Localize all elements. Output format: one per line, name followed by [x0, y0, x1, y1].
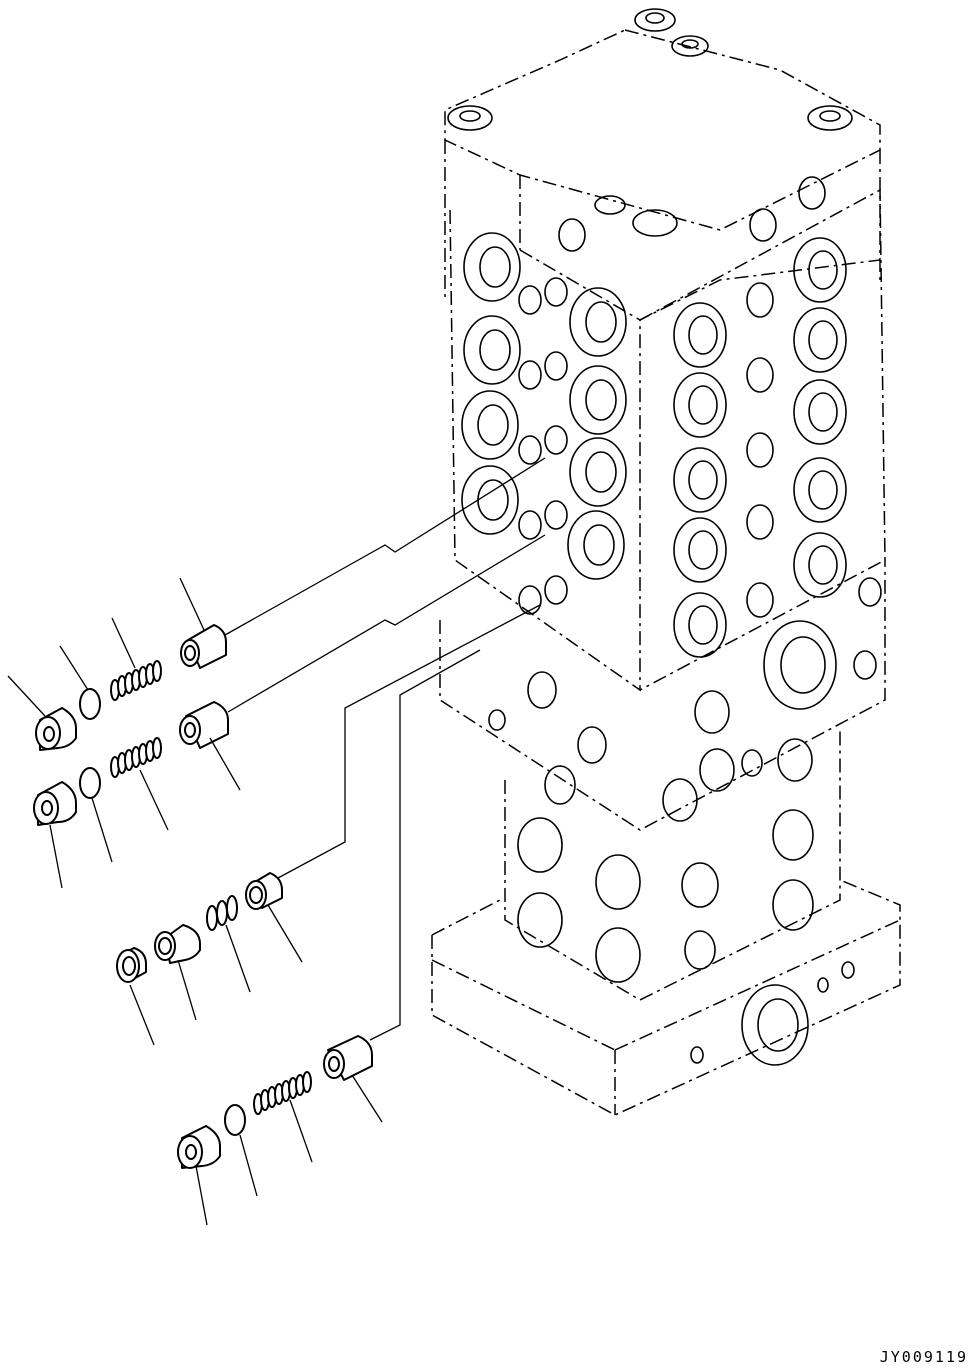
spring-4: [253, 1071, 312, 1115]
drawing-id: JY009119: [879, 1348, 968, 1366]
assembly-leader-lines: [224, 457, 546, 1041]
callout-leaders: [7, 577, 383, 1226]
part-group-relief-valve-1: [35, 624, 227, 751]
part-group-relief-valve-3: [177, 1035, 373, 1169]
spring-3: [206, 895, 238, 931]
spring-1: [110, 660, 162, 701]
part-group-relief-valve-2: [33, 701, 229, 826]
spring-2: [110, 737, 162, 778]
valve-block-body: [431, 29, 901, 1116]
part-group-check-valve: [116, 872, 283, 983]
port-features: [447, 8, 882, 1066]
